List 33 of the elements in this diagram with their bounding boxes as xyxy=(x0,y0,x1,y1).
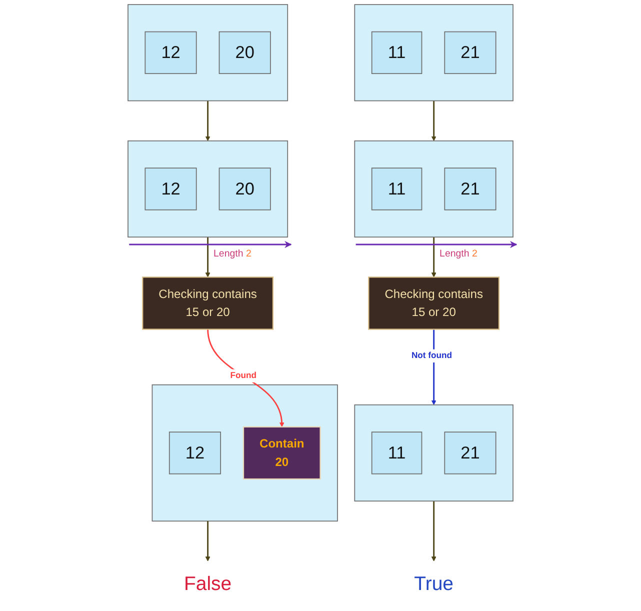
arrow xyxy=(207,329,284,428)
node-box: 12 xyxy=(144,168,197,210)
edge-label: Not found xyxy=(411,350,452,360)
length-label: Length 2 xyxy=(440,248,478,260)
cluster xyxy=(354,404,514,502)
node-box: Checking contains 15 or 20 xyxy=(142,276,274,330)
cluster xyxy=(354,140,514,238)
node-box: 21 xyxy=(444,168,496,210)
arrow xyxy=(205,100,210,142)
node-box: 11 xyxy=(371,168,422,210)
node-text: True xyxy=(414,572,454,594)
node-box: 11 xyxy=(371,31,422,74)
arrow xyxy=(205,237,210,278)
cluster xyxy=(128,140,288,238)
edge-label: Found xyxy=(230,370,256,380)
node-box: 11 xyxy=(371,432,422,474)
node-box: Checking contains 15 or 20 xyxy=(368,276,500,330)
node-box: 20 xyxy=(218,31,271,74)
node-box: 20 xyxy=(218,168,271,210)
node-box: 21 xyxy=(444,31,496,74)
arrow xyxy=(431,237,436,278)
node-box: 21 xyxy=(444,432,496,474)
arrow xyxy=(431,100,436,142)
node-box: 12 xyxy=(144,31,197,74)
arrow xyxy=(431,501,436,562)
node-box: 12 xyxy=(168,432,221,474)
cluster xyxy=(354,4,514,102)
length-label: Length 2 xyxy=(214,248,252,260)
node-box: Contain 20 xyxy=(242,426,321,480)
node-text: False xyxy=(184,572,232,594)
arrow xyxy=(205,521,210,562)
cluster xyxy=(128,4,288,102)
cluster xyxy=(152,384,338,522)
